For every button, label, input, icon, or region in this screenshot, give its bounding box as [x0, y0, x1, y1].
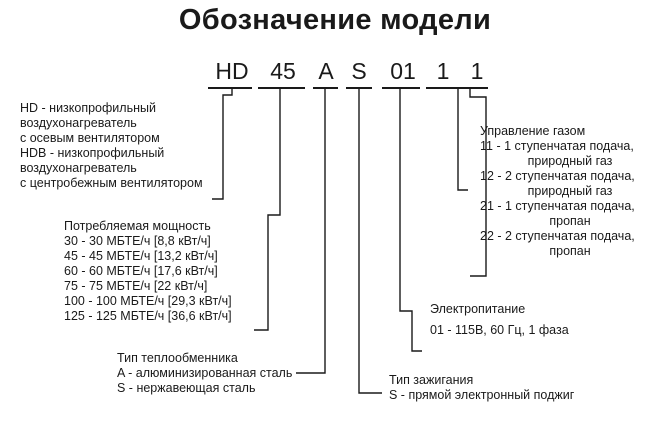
gas-control-line: 21 - 1 ступенчатая подача, [480, 199, 635, 213]
code-part-heat-exchanger: A [318, 58, 334, 84]
power-supply-heading: Электропитание [430, 302, 526, 316]
ignition-block: Тип зажигания S - прямой электронный под… [389, 373, 574, 403]
gas-control-line: природный газ [527, 184, 613, 198]
power-line: 30 - 30 МБТЕ/ч [8,8 кВт/ч] [64, 234, 211, 248]
power-line: 45 - 45 МБТЕ/ч [13,2 кВт/ч] [64, 249, 218, 263]
code-part-series: HD [215, 58, 249, 84]
code-part-power: 45 [270, 58, 296, 84]
fan-type-line: с центробежным вентилятором [20, 176, 203, 190]
power-line: 100 - 100 МБТЕ/ч [29,3 кВт/ч] [64, 294, 232, 308]
power-heading: Потребляемая мощность [64, 219, 211, 233]
bracket-fan-type [212, 88, 233, 200]
heat-exchanger-block: Тип теплообменника A - алюминизированная… [117, 351, 292, 396]
power-supply-block: Электропитание 01 - 115В, 60 Гц, 1 фаза [430, 302, 569, 338]
heat-exchanger-heading: Тип теплообменника [117, 351, 238, 365]
connector-gas-stage [457, 88, 468, 191]
heat-exchanger-line: S - нержавеющая сталь [117, 381, 256, 395]
ignition-line: S - прямой электронный поджиг [389, 388, 575, 402]
connector-heat-exchanger [296, 88, 326, 374]
gas-control-block: Управление газом 11 - 1 ступенчатая пода… [480, 124, 660, 259]
fan-type-line: воздухонагреватель [20, 161, 137, 175]
power-block: Потребляемая мощность 30 - 30 МБТЕ/ч [8,… [64, 219, 232, 324]
power-line: 75 - 75 МБТЕ/ч [22 кВт/ч] [64, 279, 208, 293]
gas-control-line: 22 - 2 ступенчатая подача, [480, 229, 635, 243]
fan-type-line: воздухонагреватель [20, 116, 137, 130]
gas-control-line: пропан [549, 244, 591, 258]
diagram-title: Обозначение модели [178, 4, 492, 36]
code-part-ignition: S [351, 58, 367, 84]
power-line: 60 - 60 МБТЕ/ч [17,6 кВт/ч] [64, 264, 218, 278]
gas-control-line: пропан [549, 214, 591, 228]
bracket-gas-type [469, 88, 487, 277]
fan-type-line: с осевым вентилятором [20, 131, 160, 145]
gas-control-line: природный газ [527, 154, 613, 168]
ignition-heading: Тип зажигания [389, 373, 474, 387]
fan-type-block: HD - низкопрофильный воздухонагреватель … [20, 101, 203, 191]
gas-control-line: 12 - 2 ступенчатая подача, [480, 169, 635, 183]
power-line: 125 - 125 МБТЕ/ч [36,6 кВт/ч] [64, 309, 232, 323]
code-part-power-supply: 01 [390, 58, 416, 84]
bracket-power [254, 88, 281, 331]
gas-control-heading: Управление газом [480, 124, 586, 138]
code-part-gas-stage: 1 [436, 58, 450, 84]
connector-ignition [358, 88, 382, 394]
fan-type-line: HD - низкопрофильный [20, 101, 156, 115]
heat-exchanger-line: A - алюминизированная сталь [117, 366, 293, 380]
gas-control-line: 11 - 1 ступенчатая подача, [480, 139, 634, 153]
bracket-power-supply [399, 88, 422, 352]
fan-type-line: HDB - низкопрофильный [20, 146, 165, 160]
power-supply-line: 01 - 115В, 60 Гц, 1 фаза [430, 323, 569, 337]
code-part-gas-type: 1 [470, 58, 484, 84]
